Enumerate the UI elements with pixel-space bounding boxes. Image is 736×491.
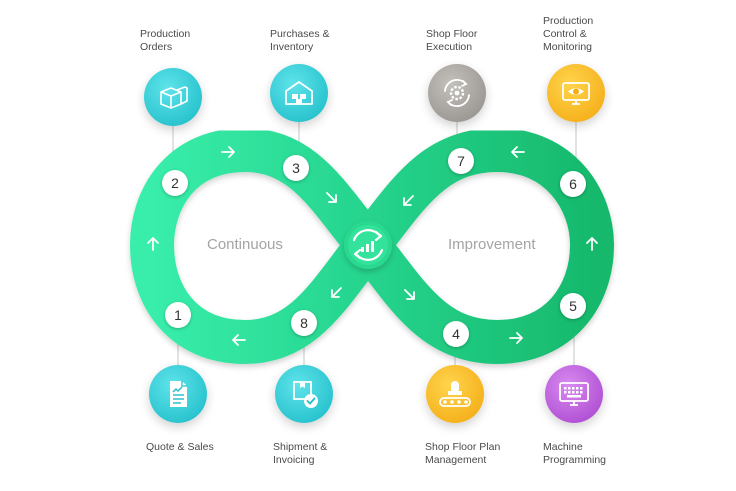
step-label-shop-floor-plan: Shop Floor Plan Management — [425, 441, 501, 466]
purchases-inventory-node[interactable] — [270, 64, 328, 122]
arrow-down-right-icon — [326, 192, 337, 203]
arrow-right-icon — [509, 332, 523, 344]
step-number-1: 1 — [165, 302, 191, 328]
step-number-8: 8 — [291, 310, 317, 336]
production-control-node[interactable] — [547, 64, 605, 122]
arrow-down-left-icon — [403, 195, 414, 206]
arrow-left-icon — [511, 146, 525, 158]
shop-floor-execution-node[interactable] — [428, 64, 486, 122]
arrow-left-icon — [232, 334, 246, 346]
arrow-down-right-icon — [404, 289, 415, 300]
step-label-shop-floor-execution: Shop Floor Execution — [426, 28, 478, 53]
arrow-up-icon — [586, 237, 598, 251]
step-number-5: 5 — [560, 293, 586, 319]
warehouse-icon — [285, 81, 313, 105]
arrow-right-icon — [221, 146, 235, 158]
shop-floor-plan-node[interactable] — [426, 365, 484, 423]
quote-sales-node[interactable] — [149, 365, 207, 423]
step-label-purchases-inventory: Purchases & Inventory — [270, 28, 330, 53]
arrow-down-left-icon — [331, 287, 342, 298]
hub — [344, 221, 392, 269]
refresh-chart-icon — [352, 229, 384, 261]
machine-programming-node[interactable] — [545, 365, 603, 423]
step-label-production-control: Production Control & Monitoring — [543, 15, 594, 53]
box-check-icon — [293, 381, 318, 408]
step-label-machine-programming: Machine Programming — [543, 441, 607, 466]
document-icon — [170, 381, 187, 407]
boxes-icon — [160, 86, 188, 109]
step-label-shipment-invoicing: Shipment & Invoicing — [273, 441, 328, 466]
step-number-4: 4 — [443, 321, 469, 347]
step-number-2: 2 — [162, 170, 188, 196]
arrow-up-icon — [147, 237, 159, 251]
shipment-invoicing-node[interactable] — [275, 365, 333, 423]
keyboard-monitor-icon — [559, 382, 589, 406]
step-number-6: 6 — [560, 171, 586, 197]
robot-conveyor-icon — [439, 381, 471, 407]
step-label-quote-sales: Quote & Sales — [146, 441, 214, 453]
flow-arrows — [147, 146, 598, 346]
center-word-left: Continuous — [207, 236, 283, 253]
center-word-right: Improvement — [448, 236, 536, 253]
production-orders-node[interactable] — [144, 68, 202, 126]
step-number-7: 7 — [448, 148, 474, 174]
gear-cycle-icon — [444, 79, 470, 107]
eye-monitor-icon — [562, 82, 590, 105]
step-number-3: 3 — [283, 155, 309, 181]
step-label-production-orders: Production Orders — [140, 28, 191, 53]
